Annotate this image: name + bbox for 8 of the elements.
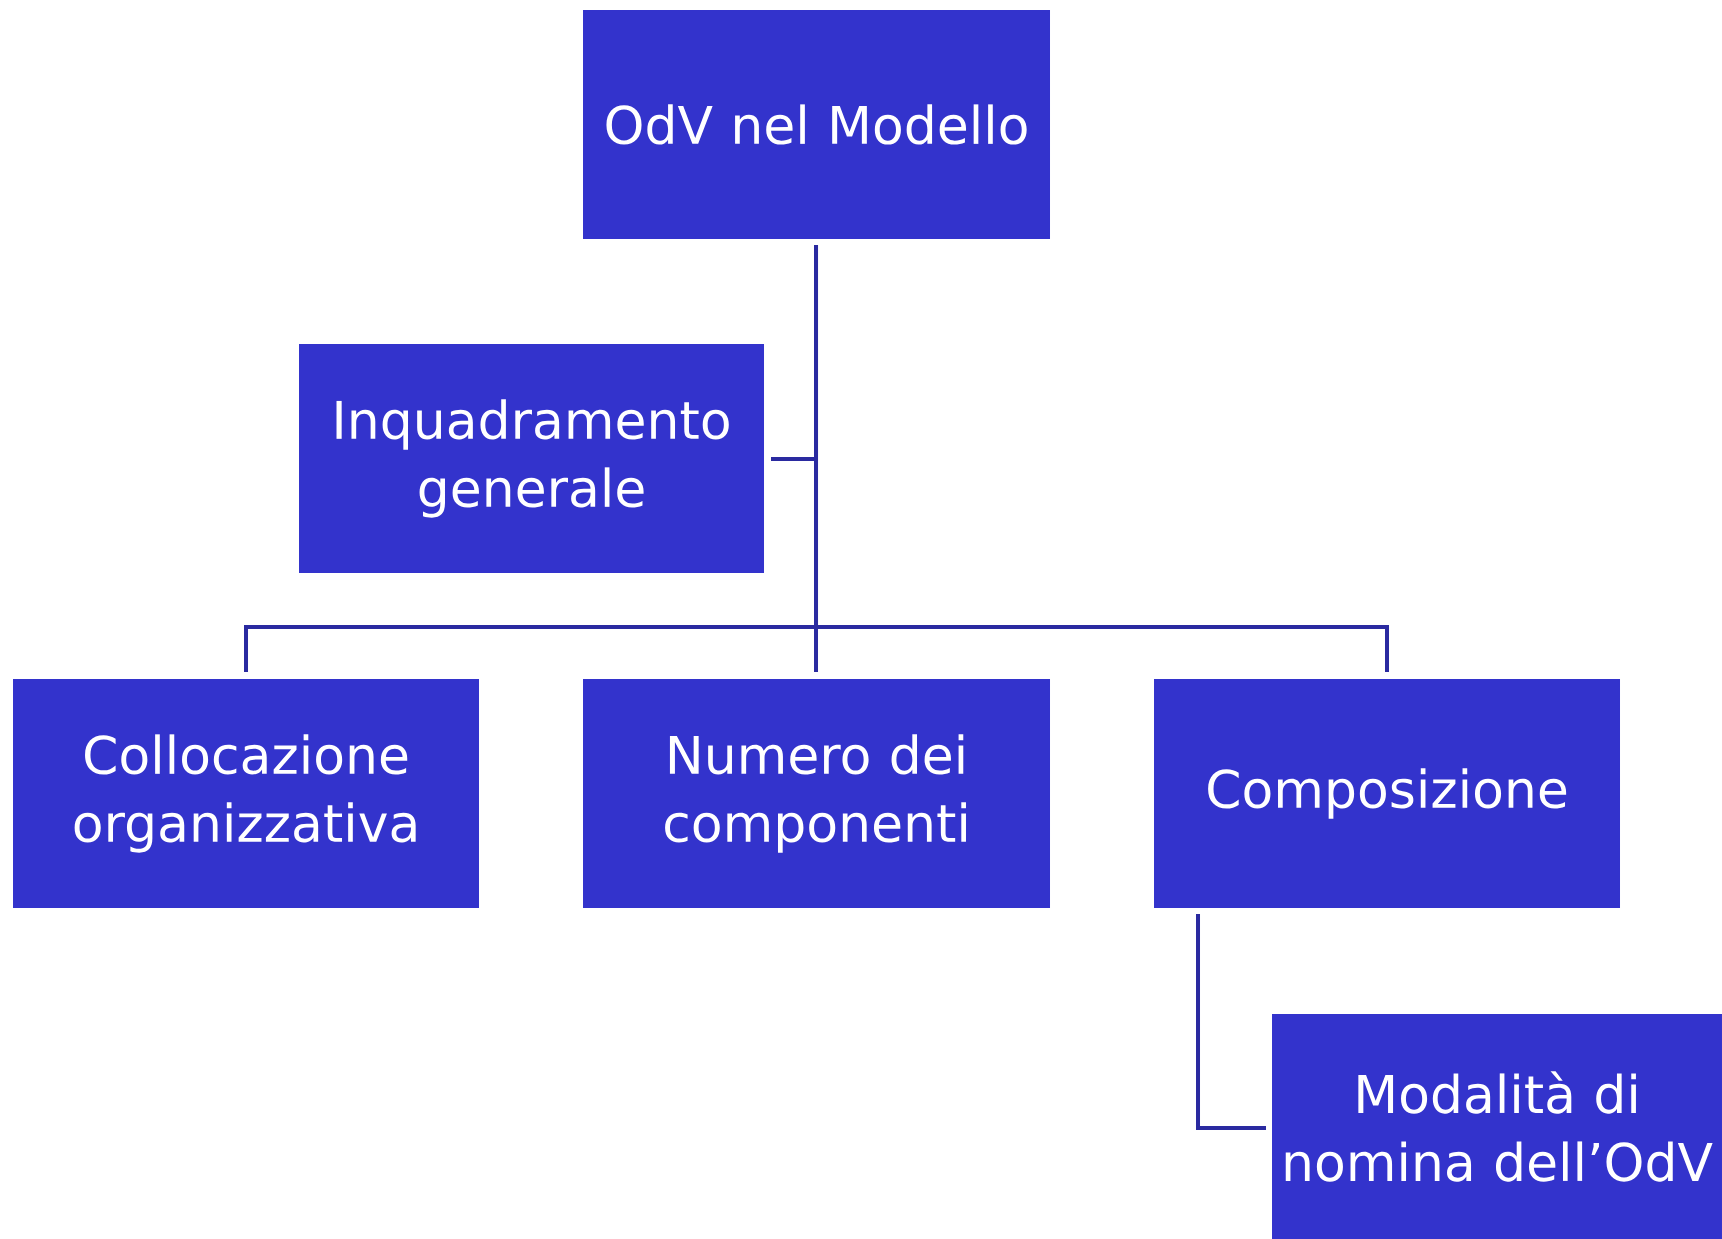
connector-line	[814, 245, 1389, 672]
process-box: OdV nel Modello	[583, 10, 1050, 239]
connector-line	[1196, 914, 1266, 1130]
process-box: Collocazione organizzativa	[13, 679, 479, 908]
process-box: Composizione	[1154, 679, 1620, 908]
process-box: Numero dei componenti	[583, 679, 1050, 908]
process-box: Modalità di nomina dell’OdV	[1272, 1014, 1722, 1239]
process-box: Inquadramento generale	[299, 344, 764, 573]
